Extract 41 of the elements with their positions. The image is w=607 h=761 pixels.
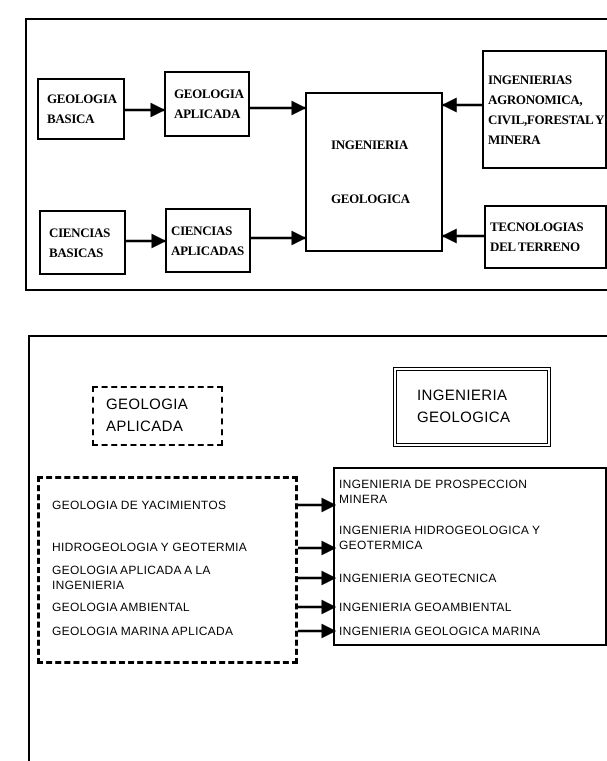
process-box: [482, 50, 607, 169]
arrow: [251, 230, 306, 246]
dashed-box: [92, 386, 223, 446]
process-box: [165, 208, 251, 273]
arrow: [298, 540, 336, 556]
node-label: INGENIERIA GEOAMBIENTAL: [339, 600, 513, 614]
node-label: GEOLOGIA DE YACIMIENTOS: [52, 498, 228, 512]
process-box: [164, 71, 250, 137]
arrow: [126, 234, 166, 248]
node-label: INGENIERIA GEOTECNICA: [339, 570, 498, 586]
arrow: [125, 102, 166, 118]
arrow: [298, 570, 336, 586]
node-label: INGENIERIA GEOLOGICA MARINA: [339, 624, 542, 638]
arrow: [250, 100, 306, 116]
arrow: [442, 98, 482, 112]
arrow: [298, 600, 336, 614]
node-label: GEOLOGIA APLICADA A LA INGENIERIA: [52, 563, 212, 593]
node-label: INGENIERIA: [331, 136, 410, 154]
process-box: [39, 210, 126, 275]
process-box: [305, 92, 443, 252]
node-label: TECNOLOGIAS DEL TERRENO: [490, 218, 584, 256]
arrow: [298, 624, 336, 638]
node-label: GEOLOGIA AMBIENTAL: [52, 600, 191, 614]
arrow: [442, 228, 484, 244]
node-label: HIDROGEOLOGIA Y GEOTERMIA: [52, 540, 248, 554]
process-box: [37, 78, 125, 140]
node-label: GEOLOGIA APLICADA: [106, 395, 189, 437]
node-label: INGENIERIA HIDROGEOLOGICA Y GEOTERMICA: [339, 523, 542, 553]
node-label: GEOLOGIA BASICA: [47, 90, 115, 128]
list-box: [333, 467, 607, 646]
node-label: GEOLOGIA MARINA APLICADA: [52, 624, 234, 638]
node-label: INGENIERIAS AGRONOMICA, CIVIL,FORESTAL Y MINERA: [488, 70, 605, 148]
node-label: CIENCIAS APLICADAS: [171, 222, 245, 260]
node-label: CIENCIAS BASICAS: [49, 224, 111, 262]
node-label: INGENIERIA DE PROSPECCION MINERA: [339, 477, 528, 507]
process-box: [484, 205, 607, 269]
framed-box: [393, 367, 551, 447]
dashed-box: [37, 476, 298, 664]
arrow: [298, 498, 336, 512]
node-label: INGENIERIA GEOLOGICA: [417, 386, 512, 428]
node-label: GEOLOGICA: [331, 190, 411, 208]
